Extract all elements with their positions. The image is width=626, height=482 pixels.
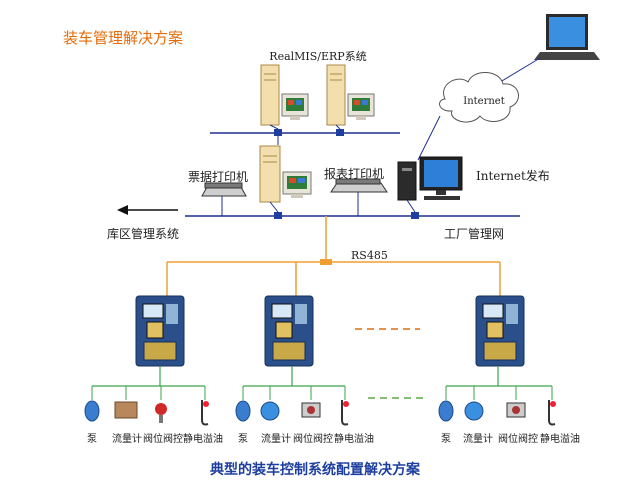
server-3: [259, 145, 312, 203]
report-printer-label: 报表打印机: [324, 166, 384, 181]
device-label: 泵: [87, 433, 97, 445]
device-label: 流量计: [463, 432, 493, 445]
report-printer-icon: [330, 178, 388, 193]
server-2: [326, 64, 375, 126]
device-labels-2: 泵 流量计 阀位阀控 静电溢油: [238, 432, 374, 445]
ticket-printer-label: 票据打印机: [188, 170, 248, 184]
desktop-pc-icon: [397, 156, 463, 201]
bottom-title: 典型的装车控制系统配置解决方案: [210, 461, 421, 478]
loading-controller-3: [475, 295, 525, 367]
device-label: 静电溢油: [334, 432, 374, 445]
top-title: 装车管理解决方案: [63, 29, 183, 47]
device-labels-3: 泵 流量计 阀位阀控 静电溢油: [441, 432, 580, 445]
device-label: 阀位阀控: [498, 432, 538, 445]
flowmeter-icon: [464, 401, 484, 421]
ticket-printer-icon: [201, 182, 247, 197]
loading-controller-2: [264, 295, 314, 367]
internet-cloud: [439, 72, 519, 123]
depot-system-label: 库区管理系统: [107, 226, 179, 241]
device-label: 静电溢油: [540, 432, 580, 445]
loading-controller-1: [135, 295, 185, 367]
device-label: 流量计: [261, 432, 291, 445]
device-label: 泵: [441, 433, 451, 445]
valve-icon: [155, 403, 167, 415]
rs485-label: RS485: [351, 249, 388, 262]
flowmeter-icon: [260, 401, 280, 421]
server-label: RealMIS/ERP系统: [269, 50, 366, 63]
device-label: 阀位阀控: [143, 432, 183, 445]
device-group-1: [84, 386, 209, 426]
pump-icon: [235, 400, 251, 422]
device-group-3: [438, 386, 556, 426]
pump-icon: [84, 400, 100, 422]
static-overflow-icon: [341, 400, 349, 426]
pump-icon: [438, 400, 454, 422]
device-label: 泵: [238, 433, 248, 445]
device-label: 阀位阀控: [293, 432, 333, 445]
device-label: 静电溢油: [183, 432, 223, 445]
internet-cloud-label: Internet: [463, 96, 504, 107]
static-overflow-icon: [201, 400, 209, 426]
laptop-icon: [534, 14, 600, 60]
flowmeter-icon: [114, 401, 138, 419]
server-1: [260, 64, 309, 126]
device-labels-1: 泵 流量计 阀位阀控 静电溢油: [87, 432, 223, 445]
device-label: 流量计: [112, 432, 142, 445]
static-overflow-icon: [548, 400, 556, 426]
factory-network-label: 工厂管理网: [444, 226, 504, 241]
device-group-2: [235, 386, 349, 426]
internet-publish-label: Internet发布: [476, 168, 550, 183]
